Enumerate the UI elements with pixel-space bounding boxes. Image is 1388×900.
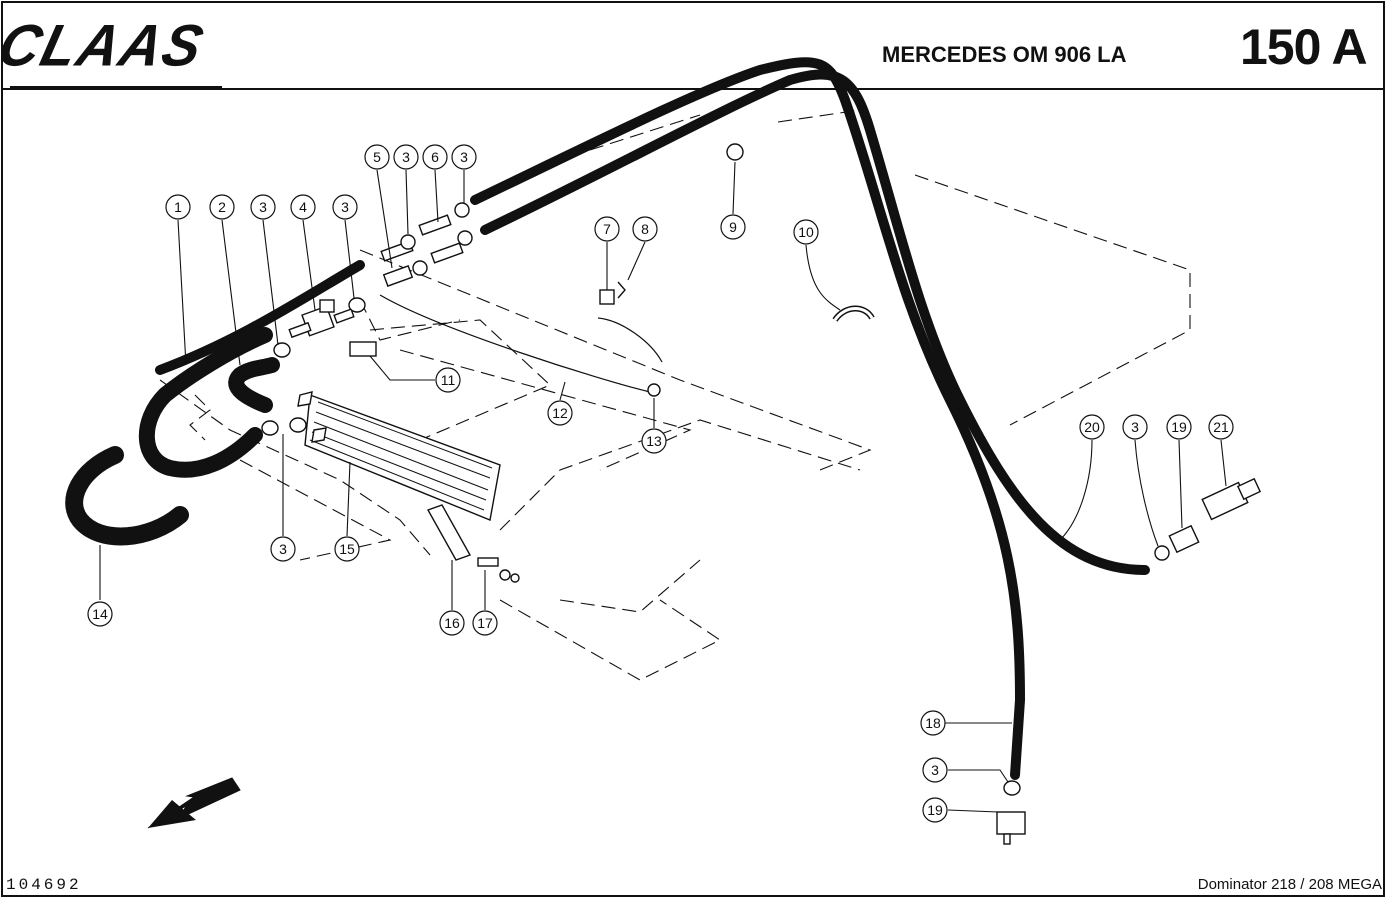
callout-11: 11 (435, 367, 461, 393)
callout-13: 13 (641, 428, 667, 454)
callout-5: 5 (364, 144, 390, 170)
svg-text:1: 1 (174, 199, 182, 215)
svg-text:12: 12 (552, 405, 568, 421)
callout-19: 19 (922, 797, 948, 823)
svg-text:3: 3 (402, 149, 410, 165)
callout-1: 1 (165, 194, 191, 220)
title-divider (1, 88, 1385, 90)
oil-cooler (297, 391, 501, 521)
svg-text:7: 7 (603, 221, 611, 237)
callout-14: 14 (87, 601, 113, 627)
svg-text:6: 6 (431, 149, 439, 165)
callout-4: 4 (290, 194, 316, 220)
svg-text:3: 3 (279, 541, 287, 557)
callout-15: 15 (334, 536, 360, 562)
callout-12: 12 (547, 400, 573, 426)
callout-18: 18 (920, 710, 946, 736)
callout-3: 3 (451, 144, 477, 170)
svg-text:10: 10 (798, 224, 814, 240)
page-number: 150 A (1240, 19, 1368, 75)
svg-text:13: 13 (646, 433, 662, 449)
svg-text:3: 3 (259, 199, 267, 215)
svg-text:3: 3 (460, 149, 468, 165)
callout-3: 3 (332, 194, 358, 220)
callout-20: 20 (1079, 414, 1105, 440)
engine-outline (159, 109, 1191, 681)
callout-19: 19 (1166, 414, 1192, 440)
callout-7: 7 (594, 216, 620, 242)
svg-text:9: 9 (729, 219, 737, 235)
callout-8: 8 (632, 216, 658, 242)
svg-text:17: 17 (477, 615, 493, 631)
svg-text:14: 14 (92, 606, 108, 622)
svg-text:19: 19 (927, 802, 943, 818)
svg-text:2: 2 (218, 199, 226, 215)
logo-underline (10, 86, 222, 88)
svg-text:18: 18 (925, 715, 941, 731)
callout-3: 3 (922, 757, 948, 783)
svg-text:5: 5 (373, 149, 381, 165)
drawing-number: 104692 (6, 876, 82, 894)
callout-3: 3 (250, 194, 276, 220)
svg-text:20: 20 (1084, 419, 1100, 435)
svg-text:16: 16 (444, 615, 460, 631)
svg-text:21: 21 (1213, 419, 1229, 435)
svg-text:3: 3 (931, 762, 939, 778)
callout-21: 21 (1208, 414, 1234, 440)
svg-text:3: 3 (341, 199, 349, 215)
svg-text:8: 8 (641, 221, 649, 237)
callout-16: 16 (439, 610, 465, 636)
callout-3: 3 (270, 536, 296, 562)
arrow-down-left-icon (147, 777, 241, 829)
model-name: Dominator 218 / 208 MEGA (1197, 876, 1382, 893)
svg-text:3: 3 (1131, 419, 1139, 435)
svg-text:15: 15 (339, 541, 355, 557)
hose-parts (65, 327, 280, 546)
callout-9: 9 (720, 214, 746, 240)
svg-text:19: 19 (1171, 419, 1187, 435)
svg-text:4: 4 (299, 199, 307, 215)
callout-6: 6 (422, 144, 448, 170)
fittings (261, 143, 1262, 845)
svg-text:11: 11 (441, 372, 456, 388)
callout-3: 3 (1122, 414, 1148, 440)
callout-10: 10 (793, 219, 819, 245)
callout-3: 3 (393, 144, 419, 170)
callout-2: 2 (209, 194, 235, 220)
long-hoses (155, 57, 1150, 780)
leader-lines (99, 161, 1227, 813)
engine-title: MERCEDES OM 906 LA (882, 42, 1127, 67)
callout-17: 17 (472, 610, 498, 636)
